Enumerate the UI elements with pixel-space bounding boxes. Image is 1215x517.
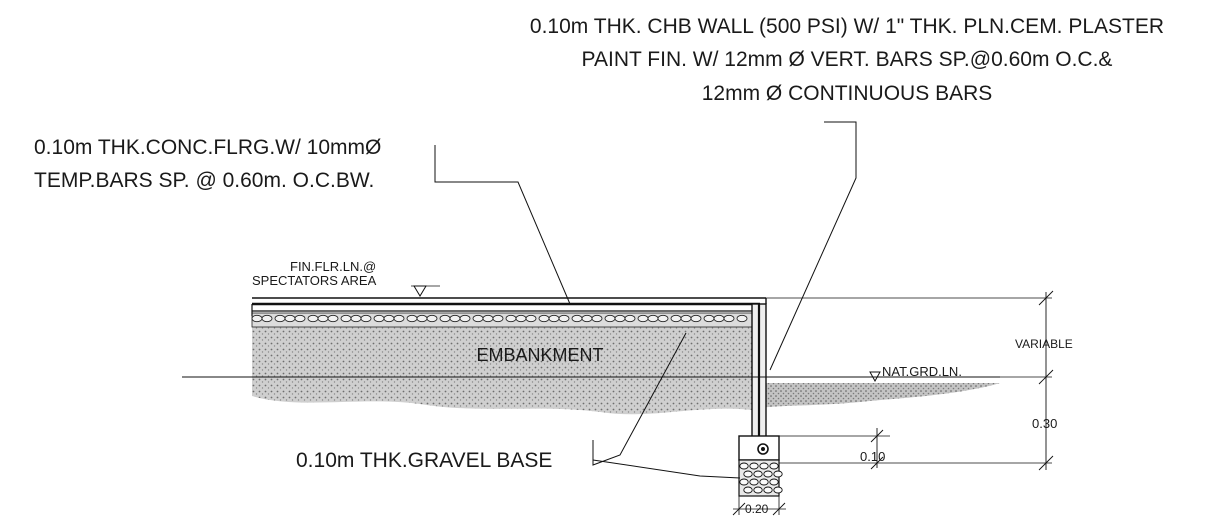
gravel-stone: [317, 314, 329, 323]
gravel-stone: [571, 314, 583, 323]
gravel-stone: [548, 314, 560, 323]
footing-gravel-stone: [759, 462, 769, 470]
footing-gravel-stone: [753, 486, 763, 494]
footing-gravel-stone: [773, 470, 783, 478]
gravel-stone: [274, 314, 286, 323]
footing-gravel-stone: [749, 478, 759, 486]
gravel-stone: [647, 314, 659, 323]
gravel-stone: [373, 314, 385, 323]
gravel-layer: [251, 312, 753, 328]
gravel-stone: [637, 314, 649, 323]
fin-floor-marker-icon: [413, 285, 427, 297]
dim-020-label: 0.20: [745, 502, 769, 516]
gravel-stone: [736, 314, 748, 323]
gravel-stone: [680, 314, 692, 323]
gravel-stone: [459, 314, 471, 323]
footing-gravel-stone: [739, 462, 749, 470]
footing-gravel-stone: [749, 462, 759, 470]
gravel-stone: [327, 314, 339, 323]
gravel-stone: [426, 314, 438, 323]
gravel-stone: [383, 314, 395, 323]
gravel-stone: [581, 314, 593, 323]
gravel-stone: [703, 314, 715, 323]
embankment-fill: [252, 318, 752, 415]
dim-030-label: 0.30: [1032, 416, 1057, 431]
wall-footing: [738, 435, 783, 497]
chb-wall-note-line1: 0.10m THK. CHB WALL (500 PSI) W/ 1" THK.…: [530, 15, 1164, 38]
nat-grd-marker-icon: [869, 371, 881, 383]
gravel-stone: [604, 314, 616, 323]
leader-lines: [434, 121, 857, 479]
gravel-stone: [416, 314, 428, 323]
gravel-stone: [690, 314, 702, 323]
chb-wall-note-line3: 12mm Ø CONTINUOUS BARS: [702, 82, 993, 105]
flooring-note-line1: 0.10m THK.CONC.FLRG.W/ 10mmØ: [34, 136, 381, 159]
footing-gravel-stone: [763, 470, 773, 478]
gravel-stone: [439, 314, 451, 323]
gravel-stone: [525, 314, 537, 323]
footing-gravel-stone: [743, 470, 753, 478]
gravel-stone: [360, 314, 372, 323]
dim-variable-label: VARIABLE: [1015, 337, 1073, 351]
gravel-stone: [294, 314, 306, 323]
footing-gravel-stone: [769, 462, 779, 470]
gravel-stone: [538, 314, 550, 323]
gravel-stone: [657, 314, 669, 323]
gravel-stone: [261, 314, 273, 323]
chb-wall-note-line2: PAINT FIN. W/ 12mm Ø VERT. BARS SP.@0.60…: [582, 48, 1113, 71]
gravel-stone: [624, 314, 636, 323]
chb-wall: [751, 298, 767, 439]
gravel-stone: [251, 314, 263, 323]
gravel-stone: [284, 314, 296, 323]
gravel-stone: [492, 314, 504, 323]
gravel-stone: [723, 314, 735, 323]
gravel-stone: [340, 314, 352, 323]
footing-gravel-stone: [753, 470, 763, 478]
gravel-stone: [591, 314, 603, 323]
gravel-stone: [393, 314, 405, 323]
gravel-stone: [406, 314, 418, 323]
footing-gravel-stone: [773, 486, 783, 494]
dim-010-label: 0.10: [860, 449, 885, 464]
gravel-stone: [558, 314, 570, 323]
gravel-stone: [350, 314, 362, 323]
fin-floor-label-line2: SPECTATORS AREA: [252, 273, 377, 288]
gravel-stone: [449, 314, 461, 323]
gravel-stone: [472, 314, 484, 323]
footing-gravel-stone: [743, 486, 753, 494]
footing-gravel-stone: [759, 478, 769, 486]
fin-floor-label-line1: FIN.FLR.LN.@: [290, 259, 376, 274]
footing-width-dimension: [732, 496, 786, 516]
footing-gravel-stone: [763, 486, 773, 494]
gravel-stone: [505, 314, 517, 323]
footing-gravel-stone: [769, 478, 779, 486]
footing-top-dimension: [779, 428, 890, 470]
gravel-stone: [713, 314, 725, 323]
embankment-label: EMBANKMENT: [476, 345, 603, 365]
gravel-stone: [614, 314, 626, 323]
nat-grd-label: NAT.GRD.LN.: [882, 364, 962, 379]
gravel-stone: [515, 314, 527, 323]
gravel-stone: [670, 314, 682, 323]
vertical-dimension: [779, 290, 1054, 471]
gravel-base-note: 0.10m THK.GRAVEL BASE: [296, 449, 552, 472]
floor-slab: [251, 297, 766, 316]
gravel-stone: [307, 314, 319, 323]
footing-gravel-stone: [739, 478, 749, 486]
flooring-note-line2: TEMP.BARS SP. @ 0.60m. O.C.BW.: [34, 169, 374, 192]
gravel-stone: [482, 314, 494, 323]
